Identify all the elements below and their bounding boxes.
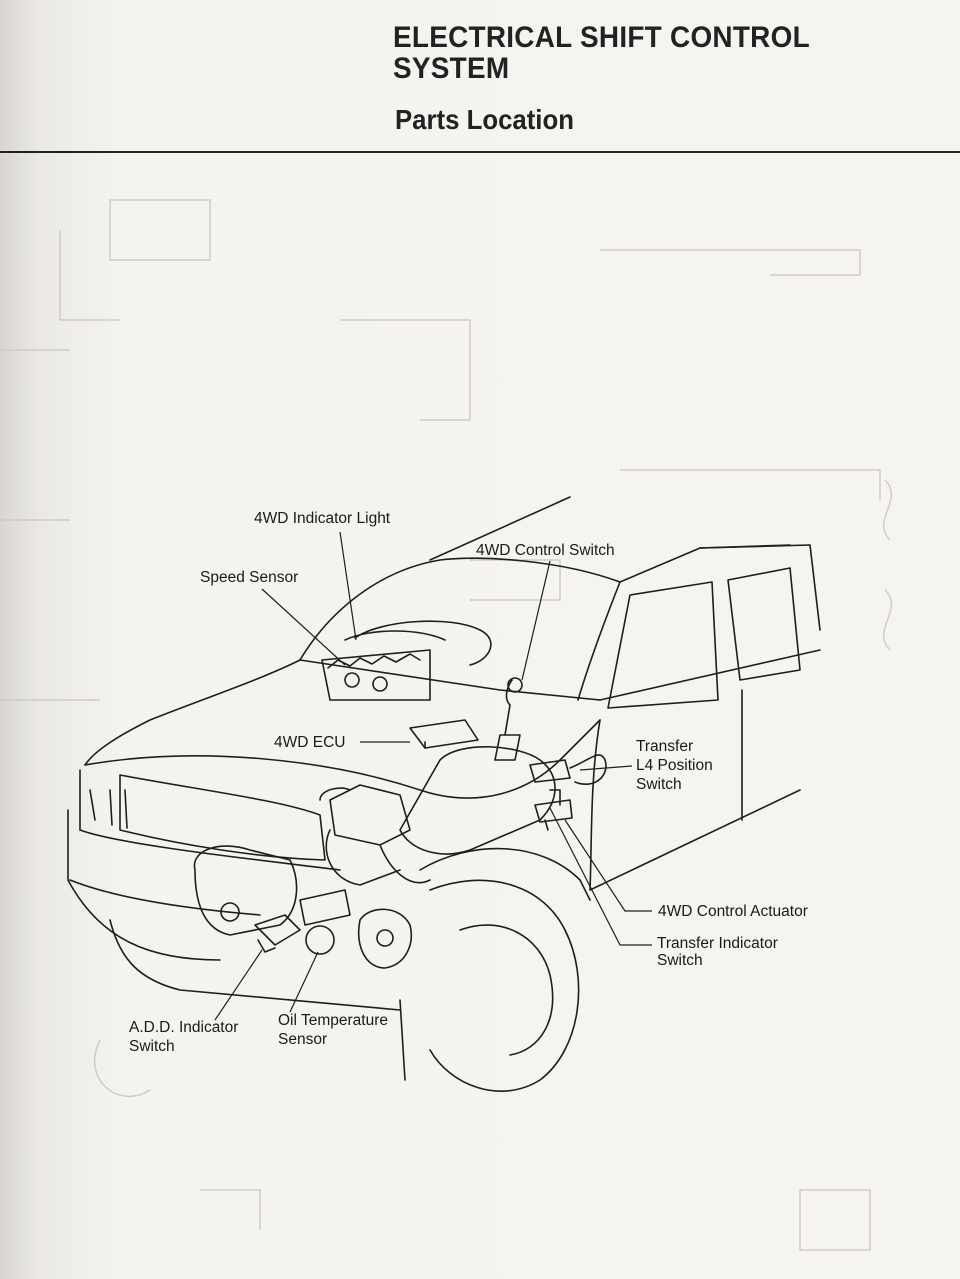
label-control-switch: 4WD Control Switch bbox=[476, 542, 615, 559]
label-ecu: 4WD ECU bbox=[274, 734, 346, 751]
label-oil-temp-line2: Sensor bbox=[278, 1031, 328, 1048]
label-oil-temp-line1: Oil Temperature bbox=[278, 1012, 388, 1029]
front-bumper bbox=[67, 809, 221, 961]
add-switch-body bbox=[254, 914, 301, 946]
leader-transfer-indicator bbox=[549, 807, 652, 946]
header-rule bbox=[0, 151, 960, 153]
transfer-l4-switch-body bbox=[529, 759, 571, 783]
leader-actuator bbox=[564, 819, 652, 912]
label-transfer-l4-line3: Switch bbox=[636, 776, 682, 793]
front-bumper-top bbox=[79, 769, 341, 871]
label-add-switch-line1: A.D.D. Indicator bbox=[129, 1019, 239, 1036]
instrument-cluster bbox=[321, 649, 431, 701]
label-add-switch-line2: Switch bbox=[129, 1038, 175, 1055]
shift-lever bbox=[504, 679, 513, 736]
label-transfer-indicator-line1: Transfer Indicator bbox=[657, 935, 778, 952]
leader-oil-temp bbox=[289, 951, 319, 1013]
leader-transfer-l4 bbox=[579, 765, 633, 771]
actuator-body bbox=[534, 799, 573, 823]
rear-window bbox=[727, 567, 801, 681]
leader-indicator-light bbox=[339, 531, 357, 641]
front-differential bbox=[193, 845, 298, 936]
label-transfer-indicator-line2: Switch bbox=[657, 952, 703, 969]
page-subtitle: Parts Location bbox=[395, 104, 574, 135]
label-indicator-light: 4WD Indicator Light bbox=[254, 510, 391, 527]
label-control-actuator: 4WD Control Actuator bbox=[658, 903, 808, 920]
grille bbox=[119, 774, 326, 861]
ecu-box bbox=[409, 719, 479, 749]
label-transfer-l4-line1: Transfer bbox=[636, 738, 694, 755]
page-title-line1: ELECTRICAL SHIFT CONTROL bbox=[393, 21, 810, 54]
leader-add-switch bbox=[214, 949, 263, 1021]
label-transfer-l4-line2: L4 Position bbox=[636, 757, 713, 774]
front-wheel bbox=[429, 879, 580, 1092]
wheel-hub bbox=[358, 908, 412, 969]
transmission bbox=[399, 746, 556, 855]
leader-control-switch bbox=[521, 560, 551, 681]
front-window bbox=[607, 581, 719, 709]
leader-speed-sensor bbox=[261, 588, 346, 666]
page-title-line2: SYSTEM bbox=[393, 52, 510, 85]
label-speed-sensor: Speed Sensor bbox=[200, 569, 299, 586]
steering-wheel bbox=[354, 620, 492, 666]
title-block: ELECTRICAL SHIFT CONTROL SYSTEM bbox=[393, 22, 841, 84]
oil-temp-sensor-body bbox=[305, 925, 335, 955]
